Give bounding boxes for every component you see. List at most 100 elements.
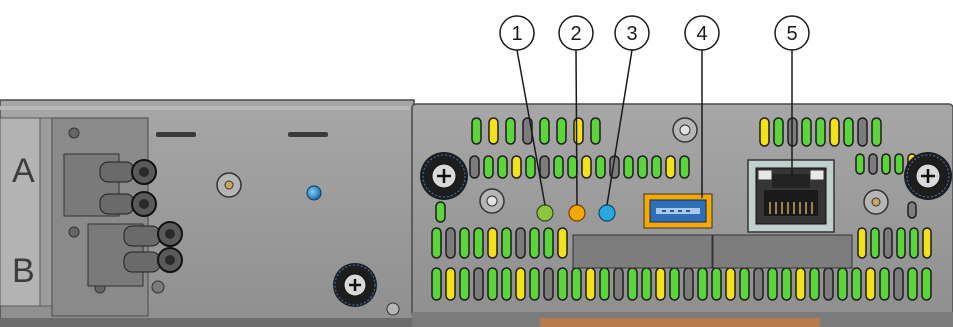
- callout-layer: 1 2 3 4 5: [499, 15, 810, 206]
- vent-slot: [556, 117, 567, 145]
- status-led-amber: [568, 204, 586, 222]
- vent-slot: [823, 267, 834, 301]
- label-plate-right: [712, 234, 853, 269]
- vent-slot: [595, 155, 606, 179]
- callout-number-4: 4: [696, 23, 707, 45]
- vent-slot: [655, 267, 666, 301]
- standoff-top: [672, 117, 698, 143]
- vent-slot: [539, 117, 550, 145]
- vent-slot: [543, 267, 554, 301]
- vent-slot: [435, 201, 446, 223]
- vent-slot: [851, 267, 862, 301]
- vent-slot: [487, 267, 498, 301]
- vent-slot: [773, 117, 784, 147]
- vent-slot: [505, 117, 516, 145]
- vent-slot: [781, 267, 792, 301]
- callout-circle-2: [558, 15, 594, 51]
- vent-slot: [753, 267, 764, 301]
- fiber-connector-a: [63, 153, 157, 217]
- callout-leader-2: [575, 49, 578, 206]
- vent-slot: [641, 267, 652, 301]
- vent-slot: [843, 117, 854, 147]
- callout-circle-5: [774, 15, 810, 51]
- vent-slot: [683, 267, 694, 301]
- vent-slot: [623, 155, 634, 179]
- thumbscrew-left-module: [333, 263, 377, 307]
- vent-slot: [459, 227, 470, 259]
- vent-slot: [497, 155, 508, 179]
- vent-slot: [711, 267, 722, 301]
- standoff-left: [479, 188, 505, 214]
- callout-number-1: 1: [511, 23, 522, 45]
- vent-slot: [585, 267, 596, 301]
- slot-b-label: B: [12, 252, 35, 290]
- vent-slot: [679, 155, 690, 179]
- vent-slot: [881, 153, 891, 175]
- vent-slot: [431, 227, 442, 259]
- callout-leader-1: [516, 49, 546, 206]
- blue-indicator-dome: [306, 185, 322, 201]
- vent-slot: [922, 227, 932, 259]
- vent-slot: [627, 267, 638, 301]
- callout-number-2: 2: [570, 23, 581, 45]
- vent-slot: [529, 267, 540, 301]
- vent-slot: [871, 117, 882, 147]
- vent-slot: [870, 227, 880, 259]
- vent-slot: [581, 155, 592, 179]
- vent-slot: [469, 155, 480, 179]
- vent-slot: [445, 227, 456, 259]
- left-module: A B: [0, 99, 415, 327]
- ventilation-slots: [431, 117, 932, 301]
- fiber-connector-b: [87, 221, 183, 287]
- callout-number-5: 5: [786, 23, 797, 45]
- vent-slot: [896, 227, 906, 259]
- vent-slot: [515, 267, 526, 301]
- vent-slot: [739, 267, 750, 301]
- status-led-green: [536, 204, 554, 222]
- vent-slot: [539, 155, 550, 179]
- vent-slot: [487, 227, 498, 259]
- vent-slot: [557, 227, 568, 259]
- vent-slot: [894, 153, 904, 175]
- vent-slot: [651, 155, 662, 179]
- callout-number-3: 3: [626, 23, 637, 45]
- vent-slot: [883, 227, 893, 259]
- vent-slot: [855, 153, 865, 175]
- vent-slot: [837, 267, 848, 301]
- usb-port: [643, 193, 713, 229]
- vent-slot: [829, 117, 840, 147]
- vent-slot: [921, 267, 932, 301]
- vent-slot: [567, 155, 578, 179]
- vent-slot: [501, 267, 512, 301]
- vent-slot: [809, 267, 820, 301]
- vent-slot: [515, 227, 526, 259]
- vent-slot: [431, 267, 442, 301]
- vent-slot: [459, 267, 470, 301]
- vent-slot: [553, 155, 564, 179]
- vent-slot: [907, 267, 918, 301]
- vent-slot: [557, 267, 568, 301]
- rj45-port: [747, 159, 835, 233]
- vent-slot: [599, 267, 610, 301]
- label-plate-left: [572, 234, 713, 269]
- vent-slot: [473, 227, 484, 259]
- vent-slot: [669, 267, 680, 301]
- thumbscrew-right: [904, 152, 952, 200]
- vent-slot: [573, 117, 584, 145]
- vent-slot: [637, 155, 648, 179]
- vent-slot: [815, 117, 826, 147]
- slot-a-label: A: [12, 152, 35, 190]
- callout-circle-3: [614, 15, 650, 51]
- callout-circle-1: [499, 15, 535, 51]
- vent-slot: [665, 155, 676, 179]
- vent-slot: [879, 267, 890, 301]
- vent-slot: [893, 267, 904, 301]
- vent-slot: [525, 155, 536, 179]
- vent-slot: [590, 117, 601, 145]
- vent-slot: [473, 267, 484, 301]
- vent-slot: [483, 155, 494, 179]
- vent-slot: [868, 153, 878, 175]
- standoff-screw: [216, 172, 242, 198]
- vent-slot: [795, 267, 806, 301]
- vent-slot: [511, 155, 522, 179]
